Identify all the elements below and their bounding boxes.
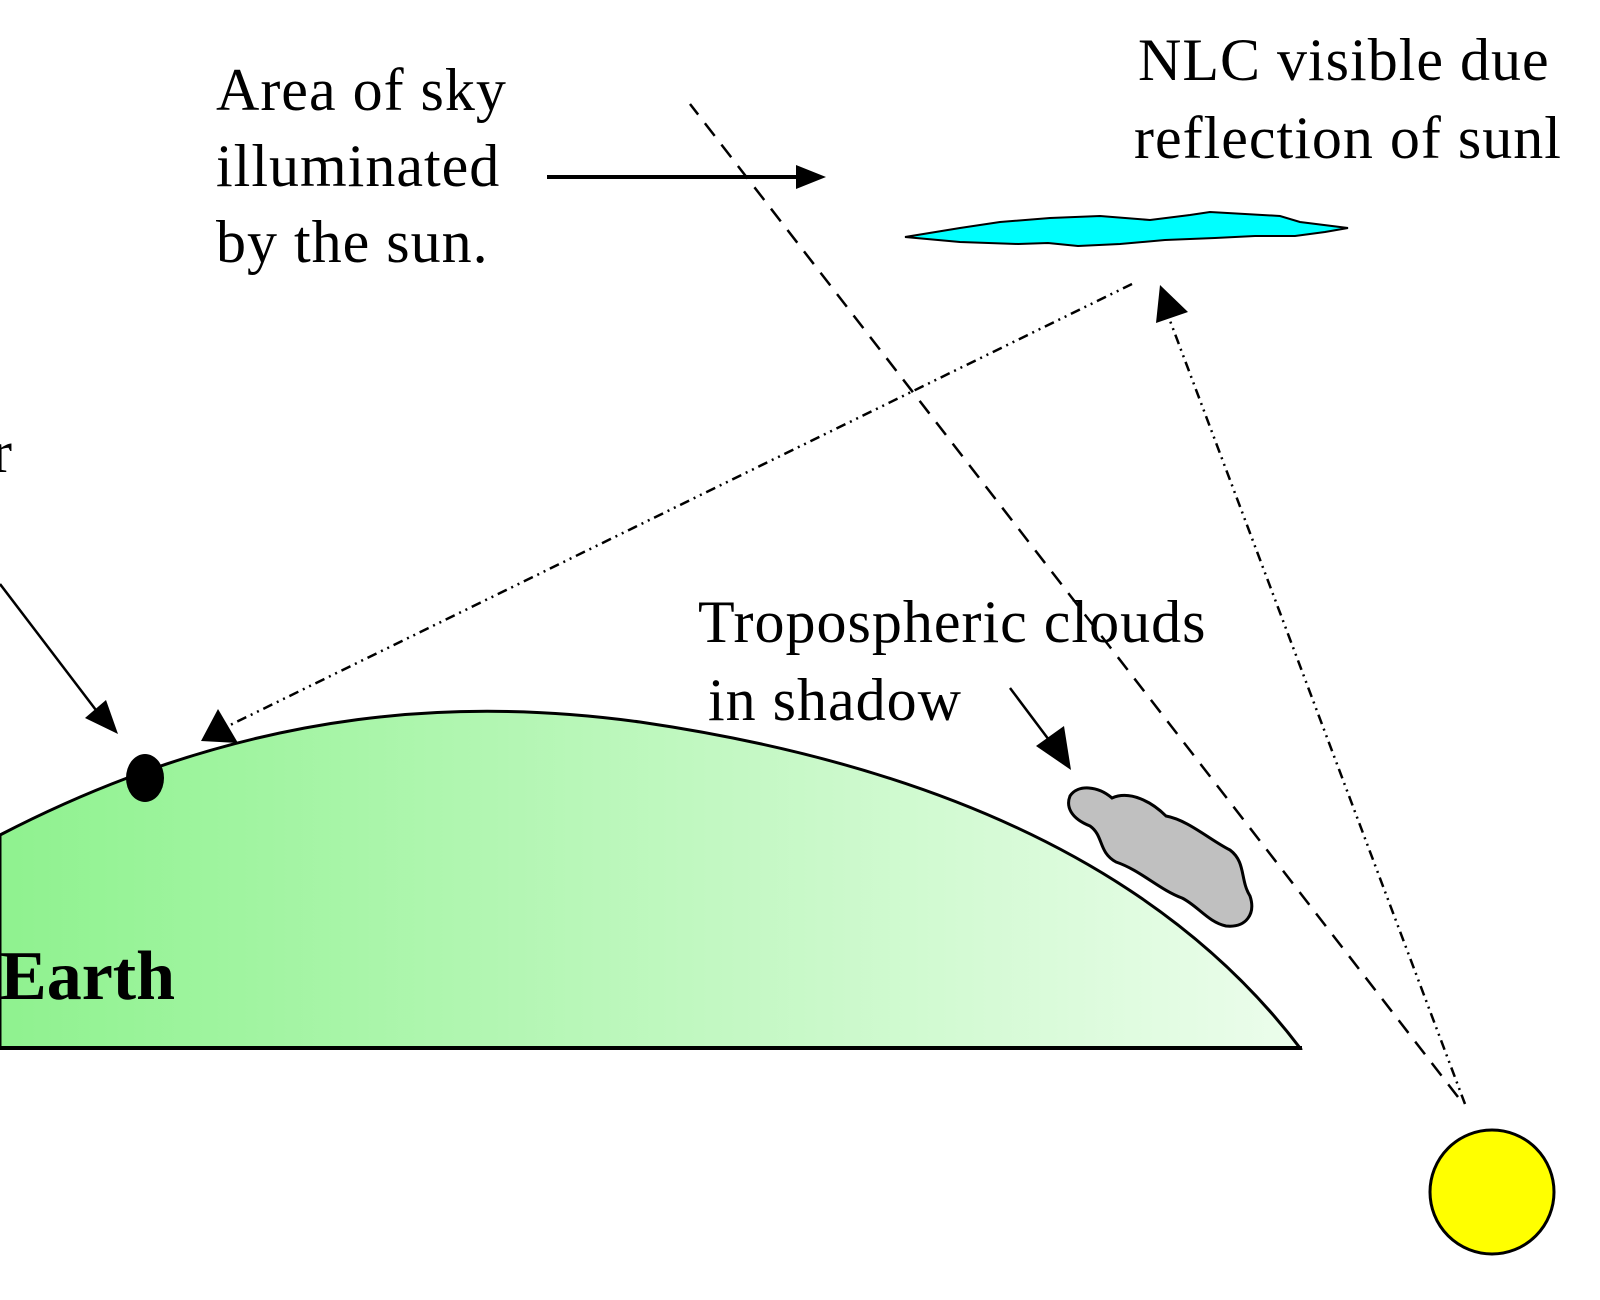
- shadow-boundary-ray: [689, 103, 1459, 1098]
- observer-dot-icon: [126, 754, 164, 802]
- observer-label: r: [0, 419, 13, 485]
- illuminated-area-label-line-2: illuminated: [216, 133, 501, 199]
- cloud-pointer-arrowhead: [1036, 726, 1071, 770]
- tropospheric-clouds-label-line-2: in shadow: [708, 667, 962, 733]
- illuminated-area-label-line-1: Area of sky: [216, 57, 507, 123]
- noctilucent-cloud-icon: [904, 210, 1349, 248]
- tropospheric-clouds-label-line-1: Tropospheric clouds: [698, 589, 1207, 655]
- nlc-label-line-1: NLC visible due: [1138, 27, 1550, 93]
- reflected-ray: [219, 282, 1133, 732]
- observer-pointer-arrowhead: [85, 700, 118, 734]
- illuminated-area-label-line-3: by the sun.: [216, 209, 489, 275]
- earth-surface: [0, 709, 1304, 1050]
- tropospheric-cloud-icon: [1067, 786, 1254, 928]
- earth-label: Earth: [0, 938, 175, 1015]
- illuminated-area-arrowhead: [796, 165, 826, 189]
- sun-icon: [1428, 1128, 1556, 1256]
- reflected-ray-arrowhead: [201, 709, 238, 743]
- nlc-label-line-2: reflection of sunl: [1134, 105, 1562, 171]
- sun-ray-to-nlc-arrowhead: [1156, 285, 1188, 323]
- observer-pointer-line: [0, 583, 103, 719]
